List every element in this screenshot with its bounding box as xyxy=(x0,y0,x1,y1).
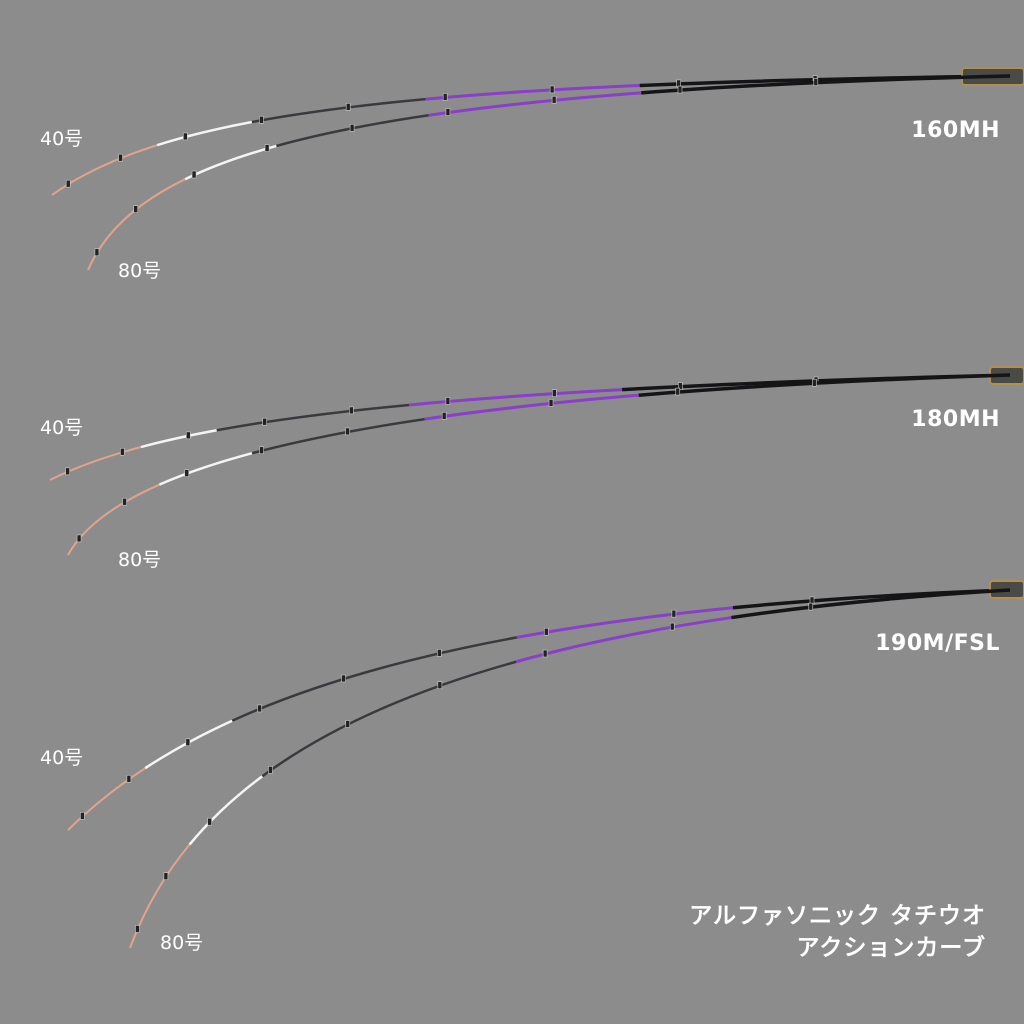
rod-guide xyxy=(268,766,273,774)
rod-guide xyxy=(133,205,139,213)
caption: アルファソニック タチウオ アクションカーブ xyxy=(689,900,986,964)
rod-guide xyxy=(548,399,554,407)
model-label-190m-fsl: 190M/FSL xyxy=(875,631,1000,656)
rod-guide xyxy=(65,467,70,476)
rod-3-tip-section xyxy=(67,374,1011,556)
rod-guide xyxy=(345,427,350,436)
rod-guide xyxy=(813,78,819,86)
rod-guide xyxy=(341,674,346,683)
rod-guide xyxy=(549,85,555,94)
rod-2-purple-section xyxy=(49,373,1011,482)
rod-guide xyxy=(677,382,683,390)
rod-2-white-section xyxy=(49,373,1011,482)
rod-guide xyxy=(445,397,451,405)
load-label-40-160mh: 40号 xyxy=(40,128,84,150)
rod-guide xyxy=(191,170,197,179)
rod-guide xyxy=(437,681,443,690)
rod-2-tip-section xyxy=(49,374,1011,481)
rod-guide xyxy=(669,622,675,631)
rod-guide xyxy=(671,609,677,618)
rod-0-tip-section xyxy=(51,75,1011,196)
rod-guide xyxy=(349,124,355,132)
load-label-80-190m: 80号 xyxy=(160,932,204,954)
rod-guide xyxy=(349,406,354,415)
rod-guide xyxy=(80,812,85,820)
rod-guide xyxy=(441,412,447,420)
rod-guide xyxy=(437,649,442,657)
rod-guide xyxy=(185,738,191,747)
rod-guide xyxy=(185,431,191,440)
rod-4-tip-section xyxy=(67,589,1011,831)
rod-4-white-section xyxy=(67,588,1011,831)
rod-guide xyxy=(264,144,270,152)
rod-guide xyxy=(120,447,125,456)
rod-guide xyxy=(163,872,169,880)
rod-guide xyxy=(442,93,448,101)
rod-guide xyxy=(257,704,262,713)
load-label-40-190m: 40号 xyxy=(40,747,84,769)
rod-guide xyxy=(808,602,814,611)
rod-guide xyxy=(345,720,351,728)
rod-guide xyxy=(207,817,212,826)
rod-guide xyxy=(551,95,557,104)
rod-guide xyxy=(259,115,264,124)
rod-guide xyxy=(543,627,549,636)
rod-5-gray-section xyxy=(128,588,1011,949)
load-label-40-180mh: 40号 xyxy=(40,417,84,439)
rod-4-purple-section xyxy=(66,588,1011,832)
rod-guide xyxy=(122,497,127,506)
rod-guide xyxy=(262,417,268,426)
caption-subtitle: アクションカーブ xyxy=(796,935,986,961)
rod-5-tip-section xyxy=(129,589,1011,949)
rod-guide xyxy=(552,389,557,397)
caption-title: アルファソニック タチウオ xyxy=(689,903,986,929)
rod-2-blank-section xyxy=(49,373,1011,482)
rod-guide xyxy=(542,649,548,658)
rod-2-gray-section xyxy=(49,373,1011,482)
model-label-180mh: 180MH xyxy=(911,407,1000,432)
rod-guide xyxy=(76,534,82,543)
rod-3-blank-section xyxy=(66,373,1011,556)
rod-guide xyxy=(135,925,140,933)
rod-guide xyxy=(184,469,190,477)
rod-1-purple-section xyxy=(86,74,1011,271)
rod-1-tip-section xyxy=(87,75,1011,271)
rod-3-gray-section xyxy=(66,373,1011,556)
rod-guide xyxy=(65,179,71,188)
rod-4-gray-section xyxy=(67,588,1011,831)
rod-1-white-section xyxy=(86,74,1011,271)
rod-guide xyxy=(812,378,817,387)
rod-4-blank-section xyxy=(66,588,1011,832)
rod-1-gray-section xyxy=(86,74,1011,271)
load-label-80-160mh: 80号 xyxy=(118,260,162,282)
model-label-160mh: 160MH xyxy=(911,118,1000,143)
rod-guide xyxy=(94,248,100,257)
rod-guide xyxy=(118,153,123,162)
load-label-80-180mh: 80号 xyxy=(118,549,162,571)
rod-guide xyxy=(445,108,451,116)
rod-1-blank-section xyxy=(86,74,1011,271)
rod-guide xyxy=(345,103,351,111)
rod-3-white-section xyxy=(66,373,1011,556)
rod-0-gray-section xyxy=(51,74,1011,197)
rod-guide xyxy=(126,774,132,783)
rod-guide xyxy=(259,446,264,455)
rod-guide xyxy=(675,387,681,396)
rod-0-blank-section xyxy=(50,74,1011,197)
rod-5-blank-section xyxy=(128,588,1011,949)
rod-guide xyxy=(183,132,188,141)
rod-guide xyxy=(677,85,683,94)
